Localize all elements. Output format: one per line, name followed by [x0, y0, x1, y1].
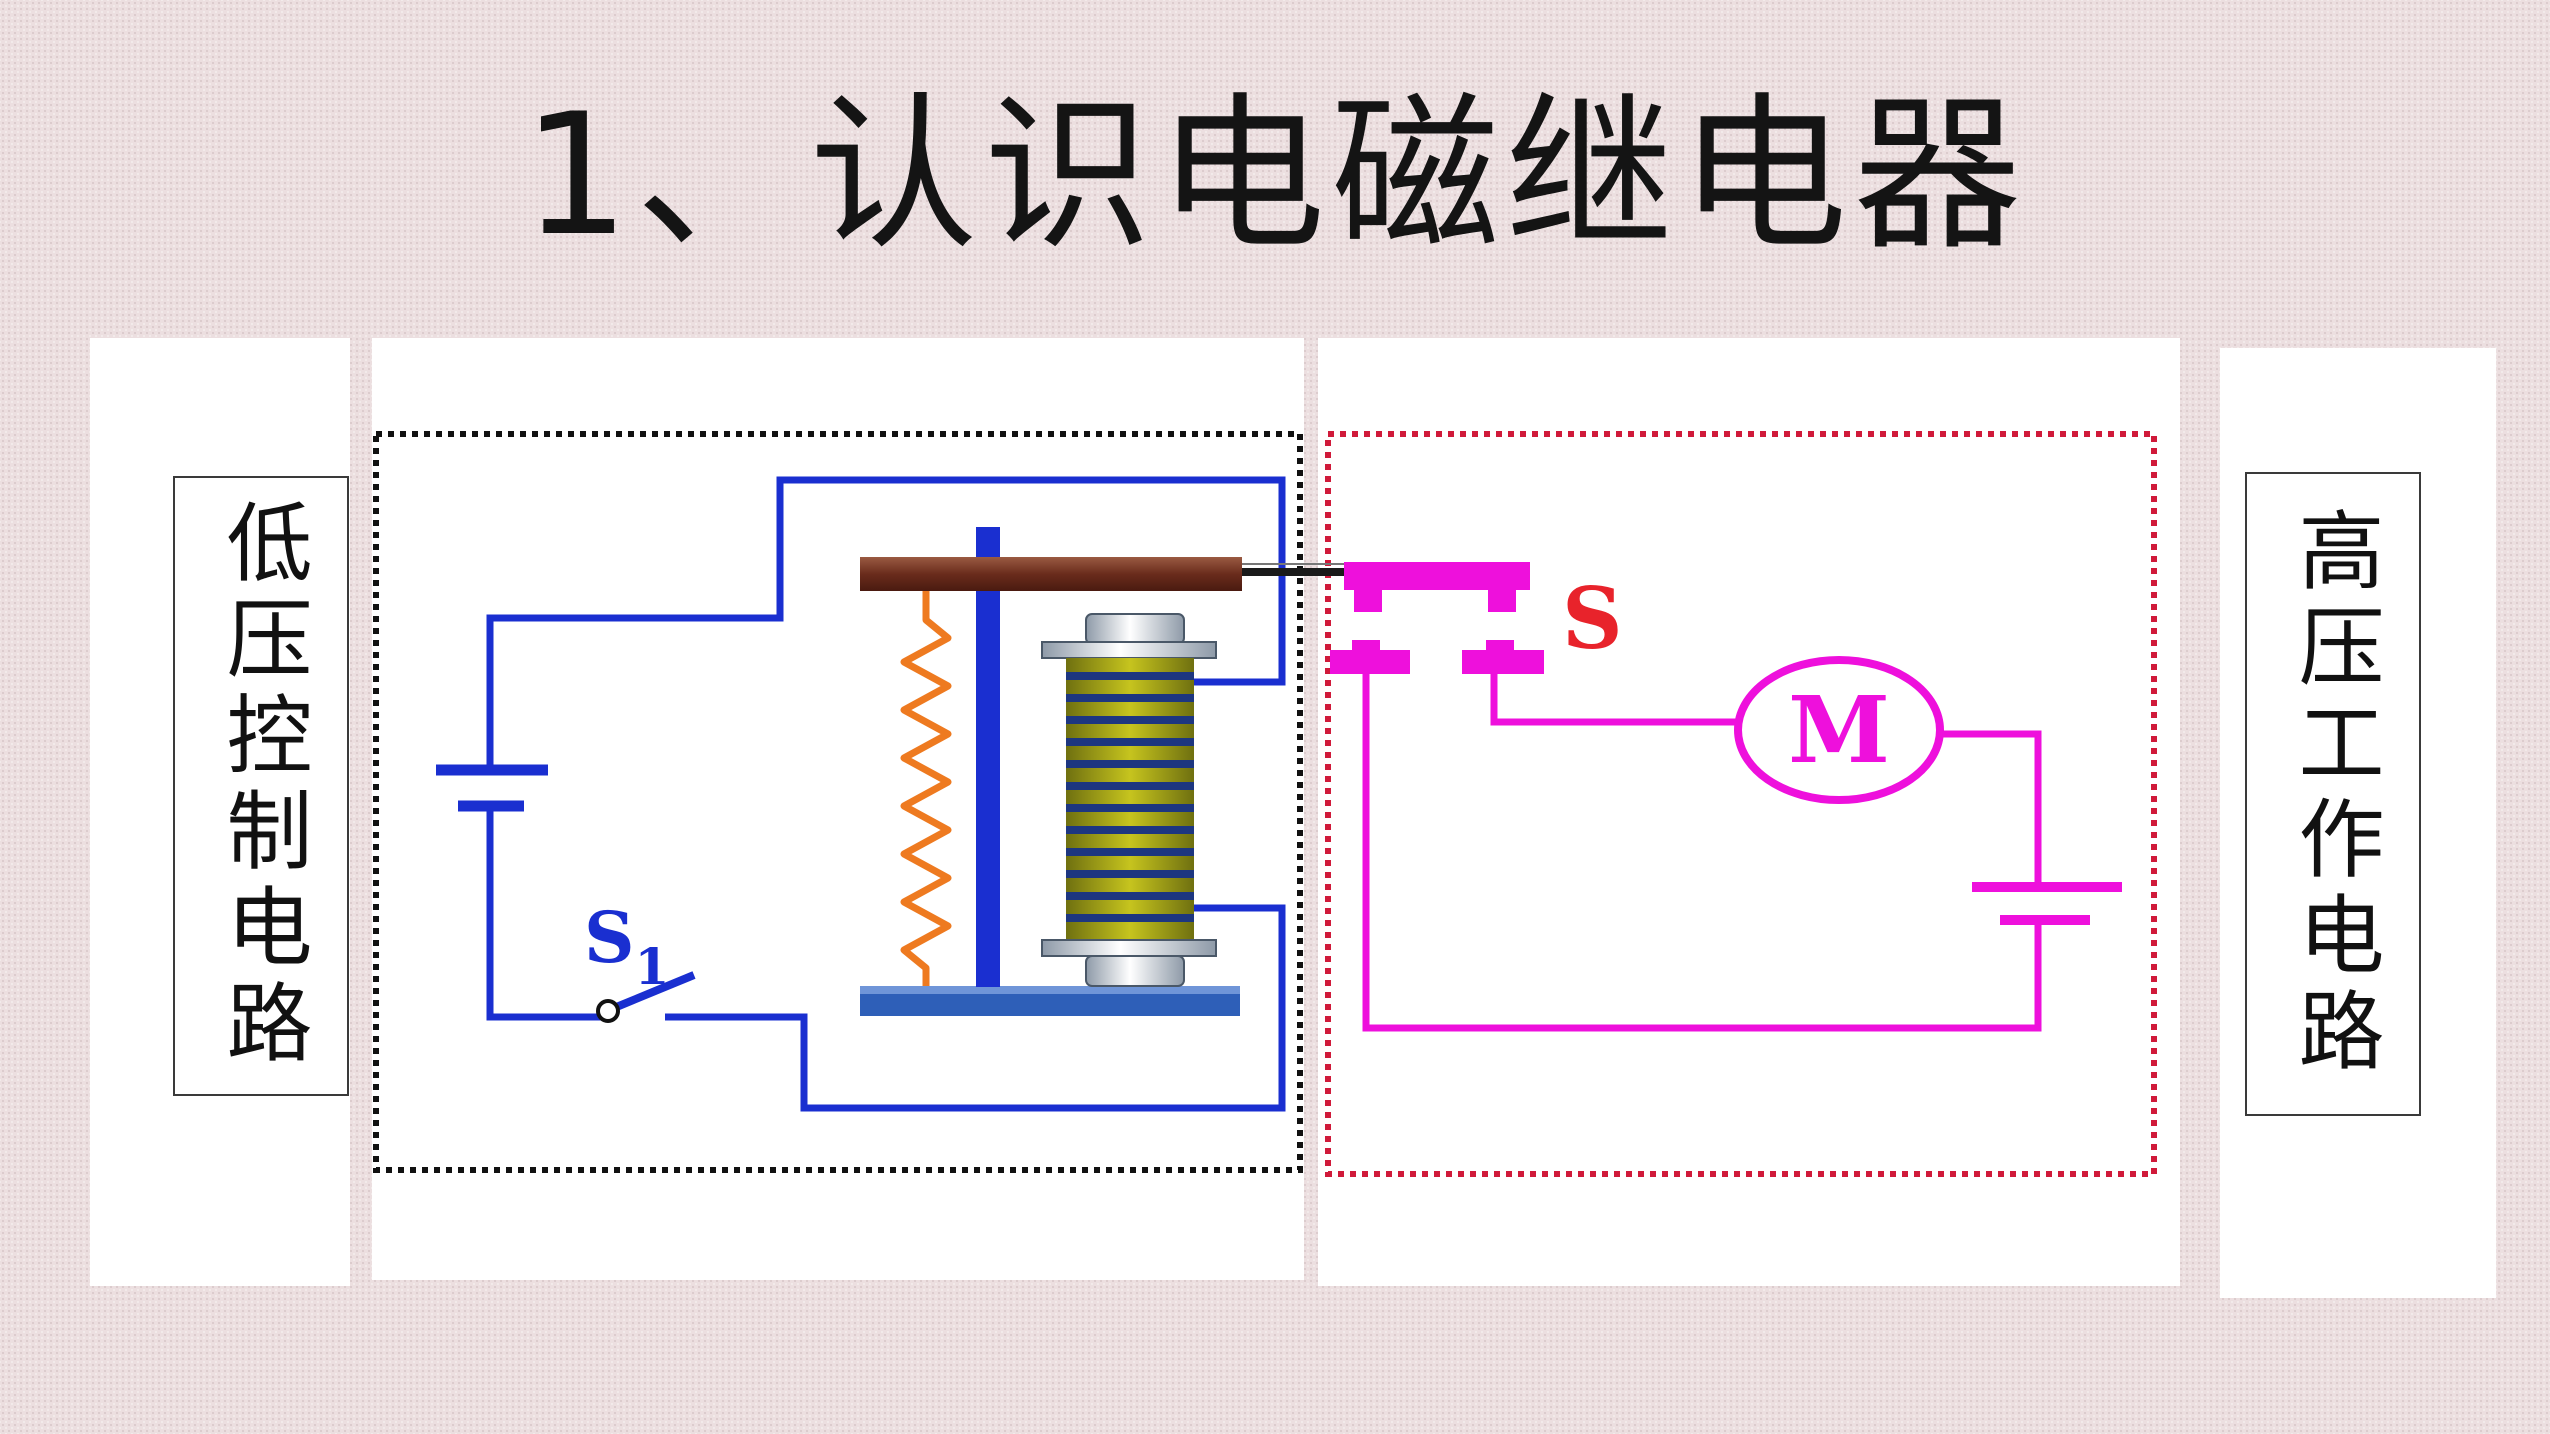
- control-circuit-wires: [486, 476, 1286, 1112]
- work-switch-label: S: [1562, 569, 1623, 668]
- low-voltage-control-circuit-label: 低压控制电路: [173, 476, 349, 1096]
- relay-base-top: [860, 986, 1240, 994]
- high-voltage-working-circuit-label: 高压工作电路: [2245, 472, 2421, 1116]
- relay: [860, 527, 1348, 1016]
- relay-post: [976, 527, 1000, 987]
- moving-contact-bar: [1344, 562, 1530, 590]
- control-battery: [436, 764, 548, 812]
- control-circuit-boundary: [373, 431, 1303, 1173]
- control-switch-label: S1: [584, 896, 669, 996]
- right-label-text: 高压工作电路: [2283, 506, 2383, 1082]
- page-title: 1、认识电磁继电器: [522, 77, 2028, 273]
- motor: M: [1734, 656, 1944, 804]
- relay-armature: [860, 557, 1242, 591]
- electromagnet-coil: [1041, 613, 1217, 987]
- work-circuit-wires: [1362, 674, 2042, 1032]
- work-contacts: [1330, 562, 1544, 674]
- motor-label: M: [1788, 676, 1890, 784]
- left-label-text: 低压控制电路: [211, 498, 311, 1074]
- work-circuit-boundary: [1325, 431, 2157, 1177]
- relay-spring: [900, 590, 952, 986]
- control-switch: [596, 971, 696, 1023]
- work-battery: [1972, 882, 2122, 925]
